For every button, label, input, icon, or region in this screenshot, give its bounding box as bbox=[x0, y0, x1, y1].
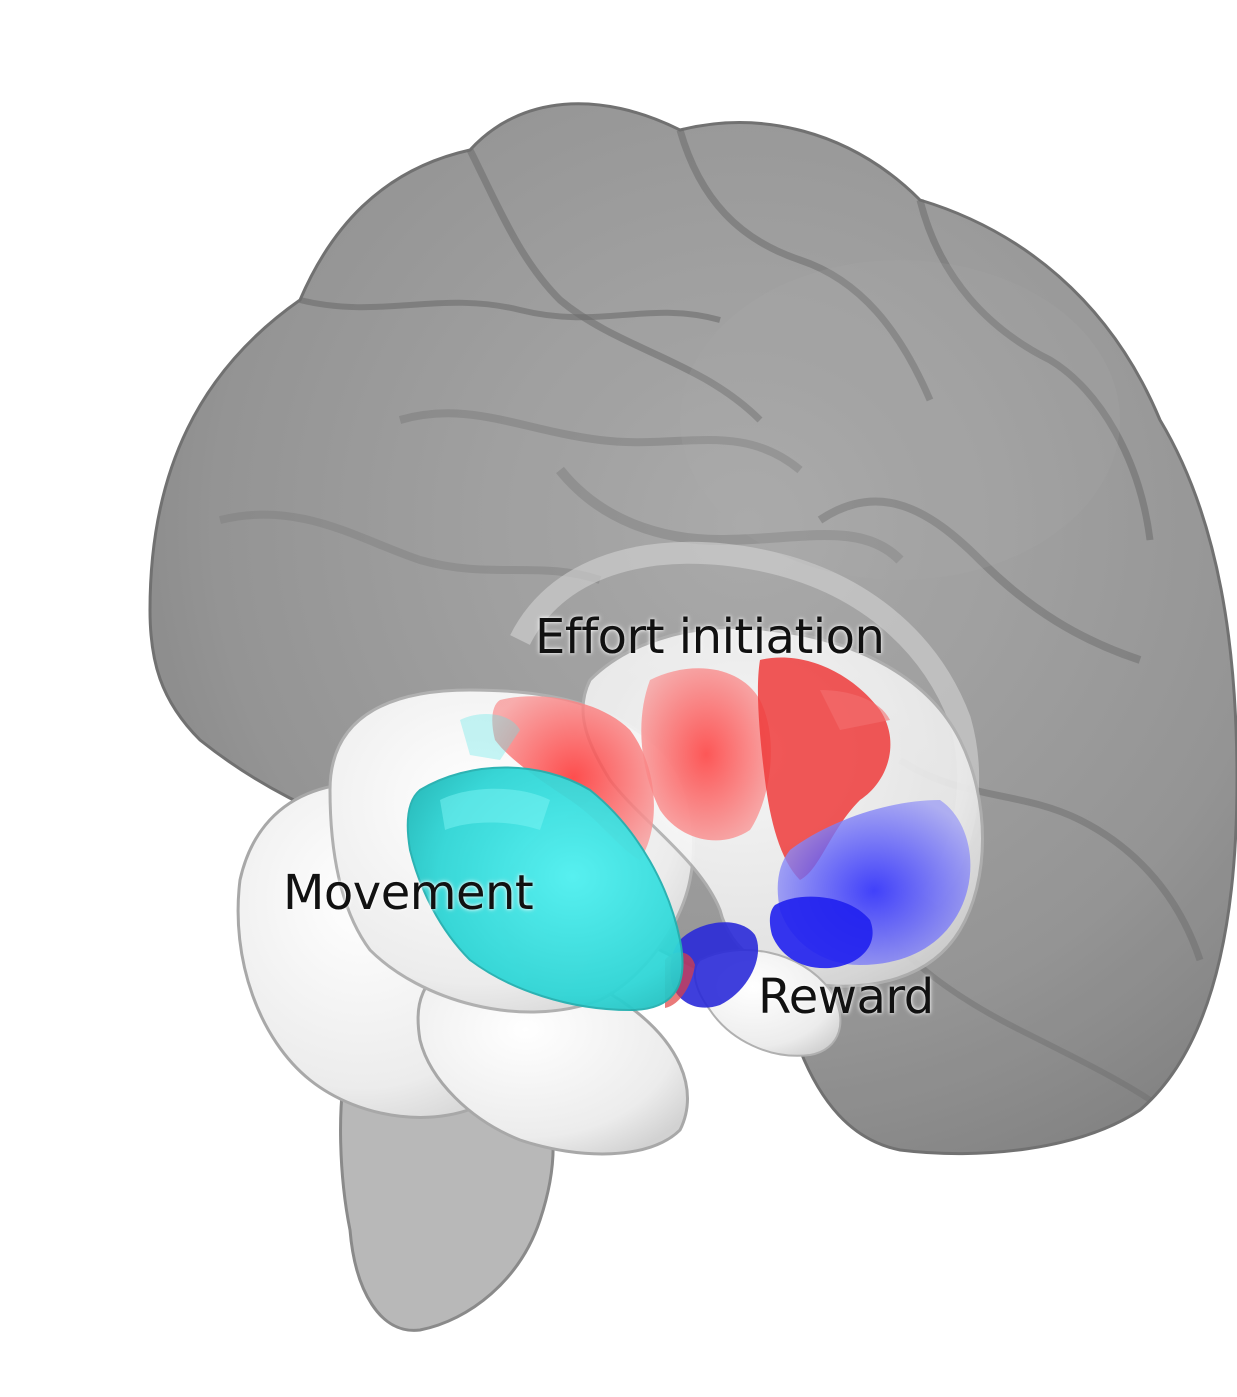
reward-label: Reward bbox=[758, 969, 934, 1025]
cortex-highlight bbox=[680, 260, 1120, 580]
movement-region bbox=[406, 714, 684, 1012]
movement-label: Movement bbox=[283, 865, 534, 921]
effort-initiation-label: Effort initiation bbox=[535, 609, 885, 665]
